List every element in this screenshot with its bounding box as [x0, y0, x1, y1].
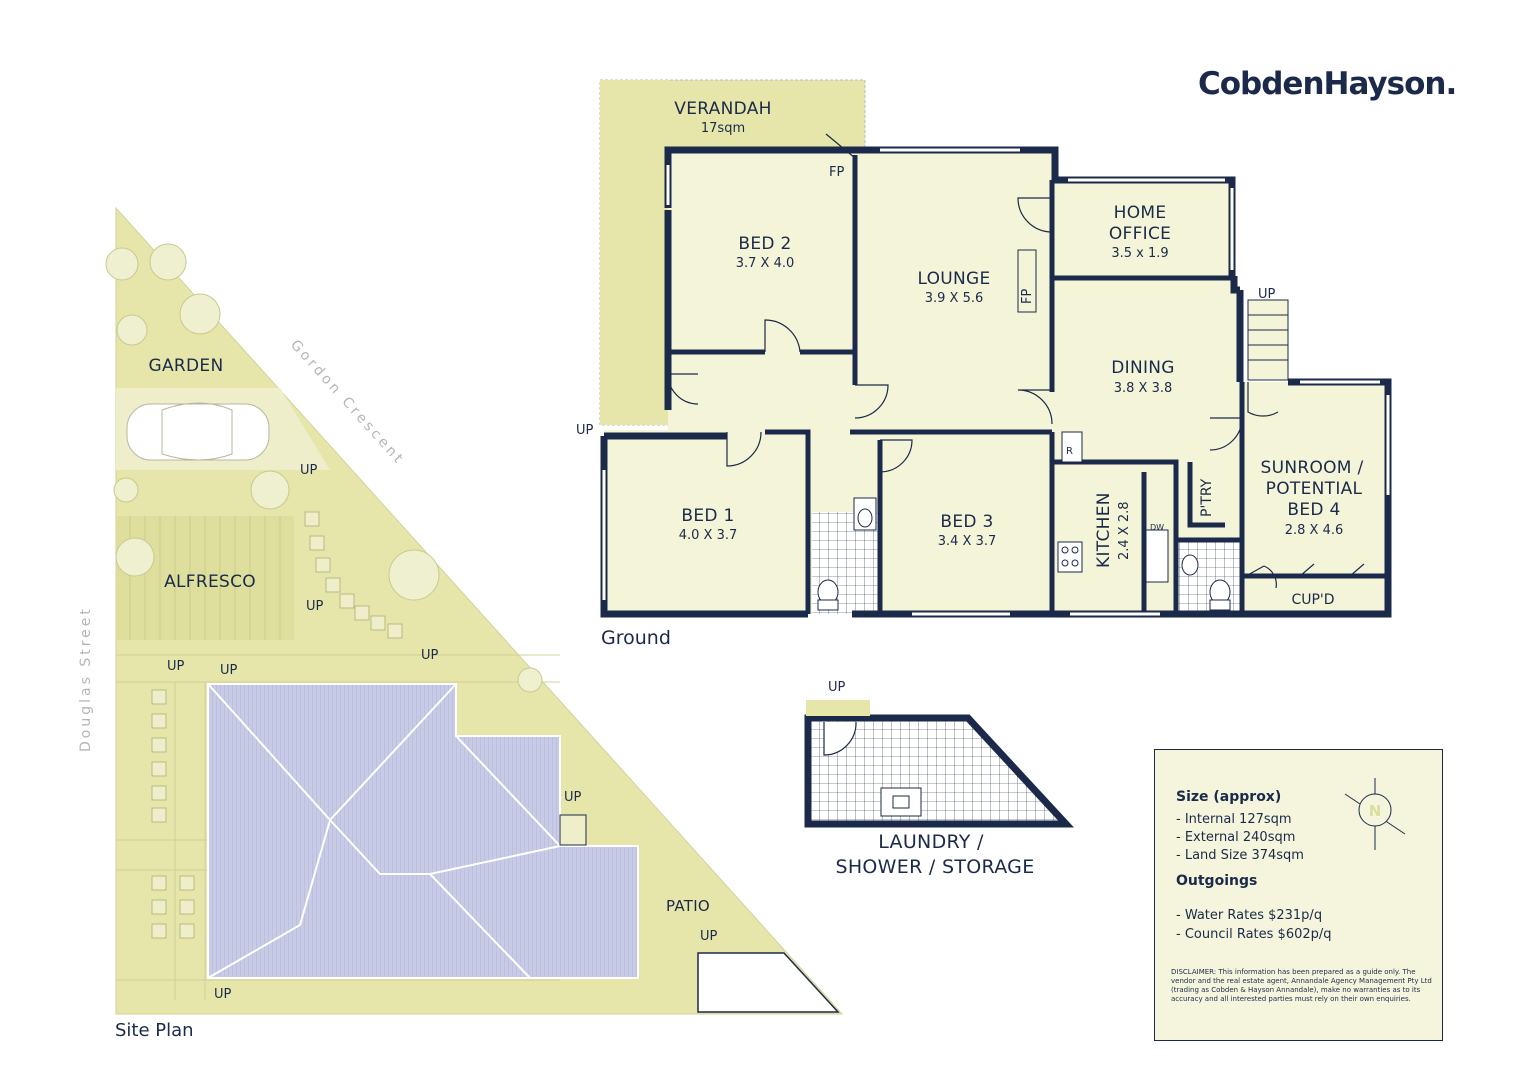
door-swings [667, 133, 1365, 589]
size-internal: - Internal 127sqm [1176, 812, 1292, 827]
fridge-label: R [1066, 446, 1073, 457]
fixtures [817, 431, 1231, 611]
bed3-dims: 3.4 X 3.7 [938, 534, 997, 549]
deck-lines [129, 516, 281, 640]
site-steps [559, 814, 587, 846]
site-up-2: UP [306, 599, 324, 614]
patio-label: PATIO [666, 897, 710, 915]
council-rates: - Council Rates $602p/q [1176, 927, 1332, 942]
water-rates: - Water Rates $231p/q [1176, 908, 1323, 923]
laundry-label-2: SHOWER / STORAGE [835, 856, 1034, 878]
site-up-1: UP [300, 463, 318, 478]
site-plan: GARDEN ALFRESCO PATIO Gordon Crescent Do… [78, 206, 844, 1041]
up-label-verandah: UP [576, 423, 594, 438]
pantry-label: P'TRY [1199, 478, 1215, 517]
site-up-5: UP [220, 663, 238, 678]
site-up-4: UP [167, 659, 185, 674]
site-up-8: UP [214, 987, 232, 1002]
bathroom-2-tiles [1176, 540, 1242, 614]
fp-label-lounge: FP [1020, 289, 1035, 304]
laundry-up-label: UP [828, 680, 846, 695]
car-icon [126, 402, 270, 461]
home-office-label-2: OFFICE [1109, 224, 1171, 244]
paths [116, 654, 560, 1000]
bed2-dims: 3.7 X 4.0 [736, 256, 795, 271]
site-up-6: UP [564, 790, 582, 805]
site-up-3: UP [421, 648, 439, 663]
roof-ridges [207, 683, 561, 979]
cupboard-label: CUP'D [1291, 592, 1334, 608]
site-plan-label: Site Plan [115, 1020, 194, 1041]
brand-logo: CobdenHayson. [1198, 66, 1457, 102]
up-label-stair: UP [1258, 287, 1276, 302]
patio-structure [697, 952, 840, 1013]
fp-label-bed2: FP [829, 165, 844, 180]
north-letter: N [1369, 802, 1382, 820]
stepping-stones [151, 511, 403, 939]
bed1-dims: 4.0 X 3.7 [679, 528, 738, 543]
laundry-walls [804, 714, 1075, 828]
size-land: - Land Size 374sqm [1176, 848, 1304, 863]
laundry-plan: UP LAUNDRY / SHOWER / STORAGE [804, 680, 1075, 878]
windows [602, 148, 1390, 616]
verandah-dims: 17sqm [701, 121, 745, 136]
info-panel: Size (approx) - Internal 127sqm - Extern… [1154, 749, 1443, 1041]
sunroom-label-3: BED 4 [1287, 500, 1340, 520]
ground-floor-plan: VERANDAH 17sqm BED 2 3.7 X 4.0 LOUNGE 3.… [576, 79, 1392, 649]
kitchen-label: KITCHEN [1094, 492, 1114, 568]
laundry-step [806, 700, 870, 716]
laundry-floor [808, 718, 1066, 824]
site-up-7: UP [700, 929, 718, 944]
bed2-label: BED 2 [738, 234, 791, 254]
disclaimer-text: DISCLAIMER: This information has been pr… [1171, 968, 1432, 1003]
alfresco-label: ALFRESCO [164, 572, 256, 592]
laundry-label-1: LAUNDRY / [878, 831, 984, 853]
garden-label: GARDEN [149, 356, 224, 376]
laundry-tub [880, 787, 922, 817]
stair [1247, 299, 1289, 381]
kitchen-dims: 2.4 X 2.8 [1117, 501, 1132, 560]
verandah-label: VERANDAH [674, 99, 771, 119]
north-arrow-icon: N [1344, 778, 1406, 850]
ground-label: Ground [601, 627, 671, 649]
size-heading: Size (approx) [1176, 789, 1282, 805]
sunroom-dims: 2.8 X 4.6 [1285, 523, 1344, 538]
lounge-label: LOUNGE [917, 269, 990, 289]
sunroom-label-2: POTENTIAL [1266, 479, 1363, 499]
bed1-label: BED 1 [681, 506, 734, 526]
home-office-label-1: HOME [1114, 203, 1167, 223]
dining-dims: 3.8 X 3.8 [1114, 381, 1173, 396]
lounge-dims: 3.9 X 5.6 [925, 291, 984, 306]
douglas-street-label: Douglas Street [78, 606, 94, 752]
sunroom-label-1: SUNROOM / [1260, 458, 1363, 478]
interior-walls [668, 155, 1388, 614]
dining-label: DINING [1111, 358, 1175, 378]
home-office-dims: 3.5 x 1.9 [1111, 246, 1168, 261]
bed3-label: BED 3 [940, 512, 993, 532]
dishwasher-label: DW [1150, 523, 1164, 532]
window-lines [606, 152, 1386, 612]
laundry-door [823, 721, 857, 756]
outgoings-heading: Outgoings [1176, 873, 1258, 889]
fireplace [1017, 249, 1037, 313]
size-external: - External 240sqm [1176, 830, 1296, 845]
trees [105, 243, 543, 693]
